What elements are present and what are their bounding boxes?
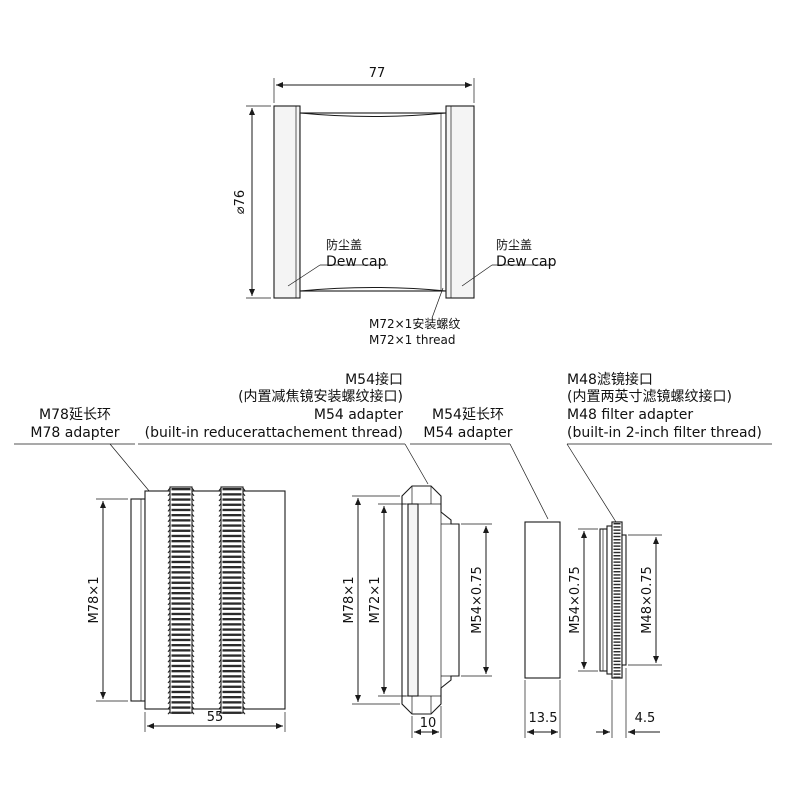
knurl-filter-thread [611, 521, 623, 679]
dim-diameter-76: ⌀76 [233, 105, 271, 299]
svg-text:Dew cap: Dew cap [496, 254, 557, 270]
svg-text:M72×1 thread: M72×1 thread [369, 333, 455, 347]
svg-text:M48 filter adapter: M48 filter adapter [567, 407, 693, 423]
svg-text:防尘盖: 防尘盖 [326, 237, 362, 252]
svg-text:M72×1: M72×1 [368, 577, 383, 624]
svg-text:M78 adapter: M78 adapter [30, 425, 119, 441]
svg-text:M72×1安装螺纹: M72×1安装螺纹 [369, 316, 460, 331]
label-m54-interface: M54接口 (内置减焦镜安装螺纹接口) M54 adapter (built-i… [138, 371, 429, 485]
svg-text:M54×0.75: M54×0.75 [568, 566, 583, 634]
m54-adapter-dims: M78×1 M72×1 M54×0.75 10 [342, 495, 492, 738]
m78-extension-ring [130, 486, 286, 715]
dim-width-77: 77 [273, 66, 475, 103]
label-m54-extension: M54延长环 M54 adapter [410, 407, 549, 520]
dim-label-76: ⌀76 [233, 190, 248, 214]
svg-text:M48滤镜接口: M48滤镜接口 [567, 371, 653, 388]
svg-text:M78×1: M78×1 [342, 577, 357, 624]
label-m78-adapter: M78延长环 M78 adapter [14, 407, 151, 493]
m48-filter-adapter [599, 521, 627, 679]
callout-thread: M72×1安装螺纹 M72×1 thread [369, 287, 460, 347]
tube-body [299, 112, 447, 292]
m54-extension-ring [524, 521, 561, 679]
svg-text:10: 10 [420, 716, 437, 731]
dew-cap-right [445, 105, 475, 299]
svg-text:(built-in reducerattachement t: (built-in reducerattachement thread) [145, 425, 403, 441]
main-tube [273, 105, 475, 299]
svg-text:M48×0.75: M48×0.75 [640, 566, 655, 634]
knurl-ring-left [167, 486, 195, 715]
knurl-ring-right [218, 486, 246, 715]
svg-text:Dew cap: Dew cap [326, 254, 387, 270]
svg-text:(内置两英寸滤镜螺纹接口): (内置两英寸滤镜螺纹接口) [567, 388, 732, 405]
svg-text:55: 55 [207, 710, 224, 725]
svg-text:(built-in 2-inch filter thread: (built-in 2-inch filter thread) [567, 425, 762, 441]
svg-text:M78延长环: M78延长环 [39, 407, 111, 423]
svg-text:13.5: 13.5 [529, 711, 558, 726]
m48-dims: M54×0.75 M48×0.75 4.5 [568, 528, 662, 738]
svg-text:M54延长环: M54延长环 [432, 407, 504, 423]
callout-dew-cap-left: 防尘盖 Dew cap [287, 237, 388, 287]
svg-text:M54接口: M54接口 [345, 371, 403, 388]
svg-text:防尘盖: 防尘盖 [496, 237, 532, 252]
callout-dew-cap-right: 防尘盖 Dew cap [461, 237, 557, 287]
m54-extension-dims: 13.5 [524, 680, 561, 738]
svg-text:M54 adapter: M54 adapter [423, 425, 512, 441]
m78-dims: M78×1 55 [87, 498, 286, 732]
svg-text:4.5: 4.5 [635, 711, 656, 726]
m54-adapter [401, 485, 460, 715]
svg-text:M78×1: M78×1 [87, 577, 102, 624]
svg-text:(内置减焦镜安装螺纹接口): (内置减焦镜安装螺纹接口) [238, 388, 403, 405]
svg-text:M54×0.75: M54×0.75 [470, 566, 485, 634]
label-m48-filter-adapter: M48滤镜接口 (内置两英寸滤镜螺纹接口) M48 filter adapter… [566, 371, 772, 523]
svg-text:M54 adapter: M54 adapter [314, 407, 403, 423]
dim-label-77: 77 [369, 66, 386, 81]
